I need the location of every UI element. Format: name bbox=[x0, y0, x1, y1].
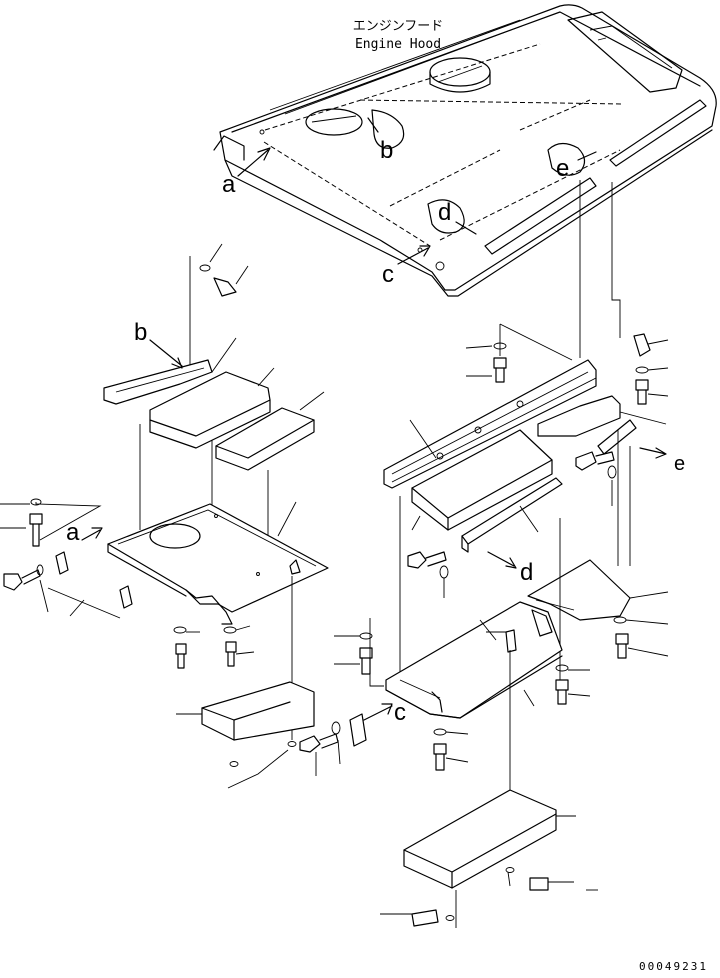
pad-upper-center bbox=[215, 391, 325, 471]
center-left-bolts bbox=[299, 618, 469, 776]
title-english: Engine Hood bbox=[355, 37, 441, 52]
plate-right-small bbox=[527, 559, 669, 621]
ref-c-hood: c bbox=[382, 261, 394, 288]
ref-d-hood-arrow bbox=[455, 221, 477, 235]
ref-c-plate-arrow bbox=[363, 703, 393, 721]
ref-a-hood-arrow bbox=[237, 147, 271, 177]
ref-c-hood-arrow bbox=[397, 245, 431, 265]
ref-b-bracket: b bbox=[134, 319, 147, 346]
pad-center bbox=[411, 429, 553, 531]
ref-e-hood: e bbox=[556, 155, 569, 182]
left-bolt-stack bbox=[0, 498, 133, 619]
ref-e-bracket-arrow bbox=[639, 447, 667, 459]
pad-upper-left bbox=[149, 367, 275, 449]
pad-lower-left bbox=[176, 576, 315, 789]
right-bolt-stack bbox=[555, 616, 669, 705]
bracket-e-assembly bbox=[575, 182, 669, 566]
ref-c-plate: c bbox=[394, 699, 406, 726]
ref-b-bracket-arrow bbox=[149, 339, 183, 369]
part-number: 00049231 bbox=[639, 960, 708, 973]
ref-e-hood-arrow bbox=[577, 151, 597, 161]
center-lower-plate bbox=[385, 496, 563, 790]
title-japanese: エンジンフード bbox=[353, 19, 444, 34]
ref-b-hood-arrow bbox=[367, 117, 379, 133]
left-mount-plate bbox=[107, 424, 329, 625]
ref-a-hood: a bbox=[222, 171, 236, 198]
left-lower-bolts bbox=[173, 625, 255, 669]
bracket-b-assembly bbox=[103, 243, 249, 405]
center-front-bolts bbox=[407, 551, 449, 598]
center-rail bbox=[383, 180, 597, 489]
pad-right-upper bbox=[537, 395, 667, 437]
ref-d-strip-arrow bbox=[487, 551, 517, 569]
engine-hood bbox=[213, 4, 717, 297]
ref-e-bracket: e bbox=[674, 453, 685, 475]
pad-bottom bbox=[380, 789, 598, 928]
ref-d-hood: d bbox=[438, 199, 451, 226]
ref-a-plate: a bbox=[66, 519, 80, 546]
ref-b-hood: b bbox=[380, 137, 393, 164]
ref-d-strip: d bbox=[520, 559, 533, 586]
ref-a-plate-arrow bbox=[81, 527, 103, 541]
strip-d bbox=[461, 477, 563, 553]
